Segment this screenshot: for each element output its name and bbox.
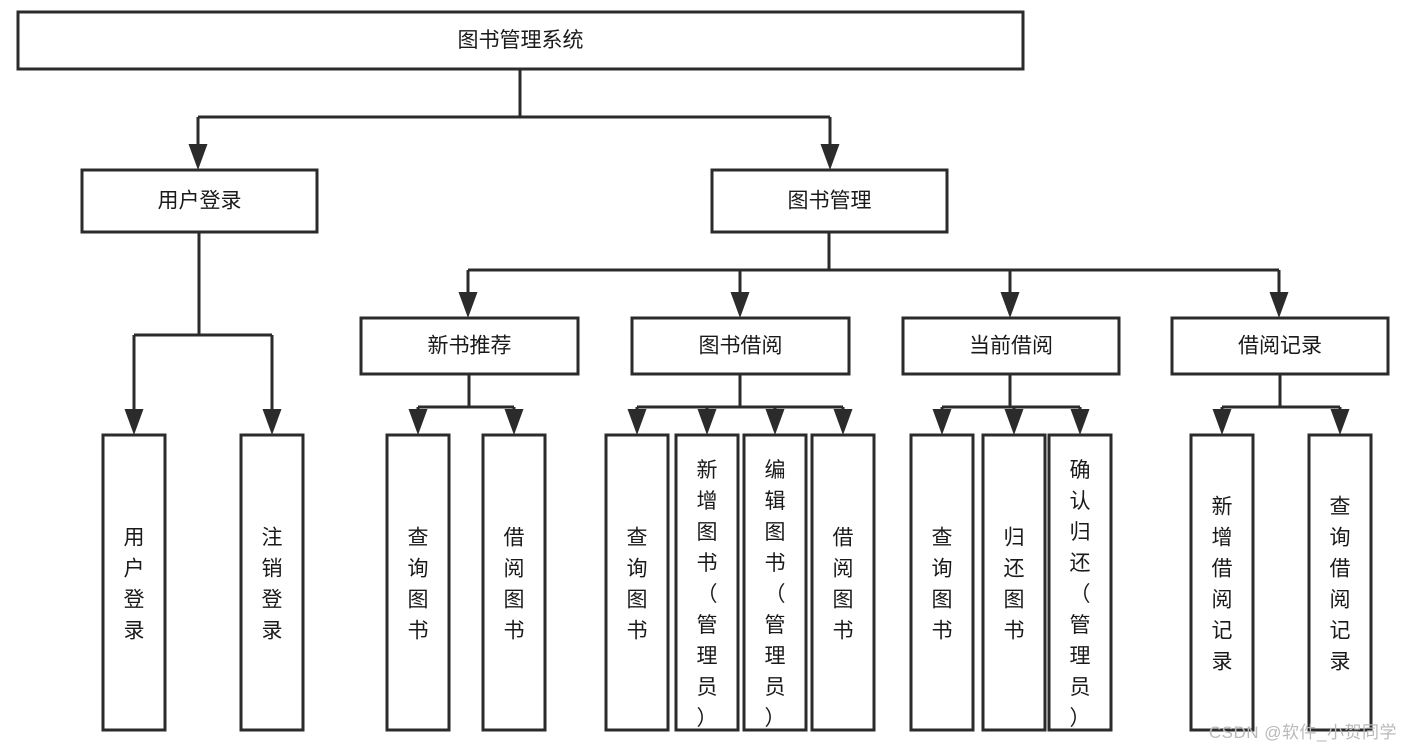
connector-borrow-to-leaves: [627, 374, 853, 435]
node-box[interactable]: [481, 433, 547, 732]
leaf-node-查询借阅记录[interactable]: 查询借阅记录: [1307, 433, 1373, 732]
node-label: 编辑图书（管理员）: [765, 459, 786, 730]
node-label: 确认归还（管理员）: [1070, 459, 1091, 730]
node-box[interactable]: [16, 10, 1025, 71]
node-label: 用户登录: [158, 190, 242, 213]
node-box[interactable]: [80, 168, 319, 234]
connector-new-book-to-leaves: [408, 374, 524, 435]
node-label: 查询图书: [408, 527, 429, 643]
leaf-node-注销登录[interactable]: 注销登录: [239, 433, 305, 732]
node-label: 查询图书: [627, 527, 648, 643]
leaf-node-归还图书[interactable]: 归还图书: [981, 433, 1047, 732]
node-label: 查询借阅记录: [1330, 496, 1351, 674]
node-box[interactable]: [1170, 316, 1390, 376]
node-label: 借阅图书: [833, 527, 854, 643]
arrow-head-icon: [262, 409, 282, 435]
node-box[interactable]: [1189, 433, 1255, 732]
node-label: 归还图书: [1004, 527, 1025, 643]
arrow-head-icon: [1330, 409, 1350, 435]
node-box[interactable]: [1047, 433, 1113, 732]
node-box[interactable]: [385, 433, 451, 732]
arrow-head-icon: [408, 409, 428, 435]
node-box[interactable]: [909, 433, 975, 732]
node-label: 图书管理系统: [458, 29, 584, 52]
node-box[interactable]: [981, 433, 1047, 732]
leaf-node-借阅图书[interactable]: 借阅图书: [481, 433, 547, 732]
connector-records-to-leaves: [1212, 374, 1350, 435]
leaf-node-确认归还管理员[interactable]: 确认归还（管理员）: [1047, 433, 1113, 732]
leaf-node-借阅图书[interactable]: 借阅图书: [810, 433, 876, 732]
arrow-head-icon: [627, 409, 647, 435]
level3-node-图书借阅[interactable]: 图书借阅: [630, 316, 851, 376]
arrow-head-icon: [504, 409, 524, 435]
node-box[interactable]: [901, 316, 1121, 376]
level2-node-用户登录[interactable]: 用户登录: [80, 168, 319, 234]
node-box[interactable]: [239, 433, 305, 732]
arrow-head-icon: [765, 409, 785, 435]
leaf-node-编辑图书管理员[interactable]: 编辑图书（管理员）: [742, 433, 808, 732]
connector-current-borrow-to-leaves: [932, 374, 1090, 435]
arrow-head-icon: [1070, 409, 1090, 435]
node-box[interactable]: [630, 316, 851, 376]
level3-node-当前借阅[interactable]: 当前借阅: [901, 316, 1121, 376]
node-box[interactable]: [604, 433, 670, 732]
node-box[interactable]: [359, 316, 580, 376]
node-box[interactable]: [710, 168, 949, 234]
arrow-head-icon: [124, 409, 144, 435]
connector-user-login-to-leaves: [124, 232, 282, 435]
arrow-head-icon: [1269, 292, 1289, 318]
node-box[interactable]: [810, 433, 876, 732]
node-label: 新书推荐: [428, 335, 512, 358]
node-box[interactable]: [101, 433, 167, 732]
node-label: 图书管理: [788, 190, 872, 213]
node-label: 注销登录: [262, 527, 283, 643]
arrow-head-icon: [932, 409, 952, 435]
node-box[interactable]: [1307, 433, 1373, 732]
arrow-head-icon: [458, 292, 478, 318]
root-node-图书管理系统[interactable]: 图书管理系统: [16, 10, 1025, 71]
connector-root-to-level2: [188, 69, 840, 170]
arrow-head-icon: [730, 292, 750, 318]
node-label: 用户登录: [124, 527, 145, 643]
node-label: 新增图书（管理员）: [697, 459, 718, 730]
arrow-head-icon: [1000, 292, 1020, 318]
node-label: 查询图书: [932, 527, 953, 643]
node-label: 借阅图书: [504, 527, 525, 643]
leaf-node-用户登录[interactable]: 用户登录: [101, 433, 167, 732]
arrow-head-icon: [1004, 409, 1024, 435]
connector-book-manage-to-level3: [458, 232, 1289, 318]
leaf-node-新增借阅记录[interactable]: 新增借阅记录: [1189, 433, 1255, 732]
node-label: 当前借阅: [969, 335, 1053, 358]
node-label: 新增借阅记录: [1212, 496, 1233, 674]
leaf-node-查询图书[interactable]: 查询图书: [385, 433, 451, 732]
arrow-head-icon: [188, 144, 208, 170]
arrow-head-icon: [833, 409, 853, 435]
level2-node-图书管理[interactable]: 图书管理: [710, 168, 949, 234]
leaf-node-查询图书[interactable]: 查询图书: [909, 433, 975, 732]
node-label: 图书借阅: [699, 335, 783, 358]
node-box[interactable]: [742, 433, 808, 732]
node-box[interactable]: [674, 433, 740, 732]
arrow-head-icon: [820, 144, 840, 170]
arrow-head-icon: [697, 409, 717, 435]
leaf-node-新增图书管理员[interactable]: 新增图书（管理员）: [674, 433, 740, 732]
level3-node-新书推荐[interactable]: 新书推荐: [359, 316, 580, 376]
level3-node-借阅记录[interactable]: 借阅记录: [1170, 316, 1390, 376]
leaf-node-查询图书[interactable]: 查询图书: [604, 433, 670, 732]
arrow-head-icon: [1212, 409, 1232, 435]
node-label: 借阅记录: [1238, 335, 1322, 358]
